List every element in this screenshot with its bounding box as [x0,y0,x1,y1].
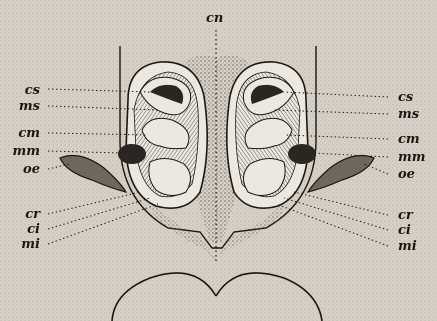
label-left-oe: oe [10,163,40,176]
left-dark-spot [118,144,146,164]
label-right-mi: mi [398,240,417,253]
label-left-mm: mm [10,145,40,158]
label-cn: cn [206,12,223,25]
label-left-cr: cr [10,208,40,221]
label-right-ms: ms [398,108,419,121]
label-left-mi: mi [10,238,40,251]
right-dark-spot [288,144,316,164]
label-left-ms: ms [10,100,40,113]
label-right-cm: cm [398,133,420,146]
label-right-ci: ci [398,224,411,237]
label-left-cs: cs [10,84,40,97]
label-right-mm: mm [398,151,426,164]
label-right-oe: oe [398,168,415,181]
label-left-ci: ci [10,223,40,236]
label-right-cs: cs [398,91,413,104]
label-left-cm: cm [10,127,40,140]
label-right-cr: cr [398,209,413,222]
